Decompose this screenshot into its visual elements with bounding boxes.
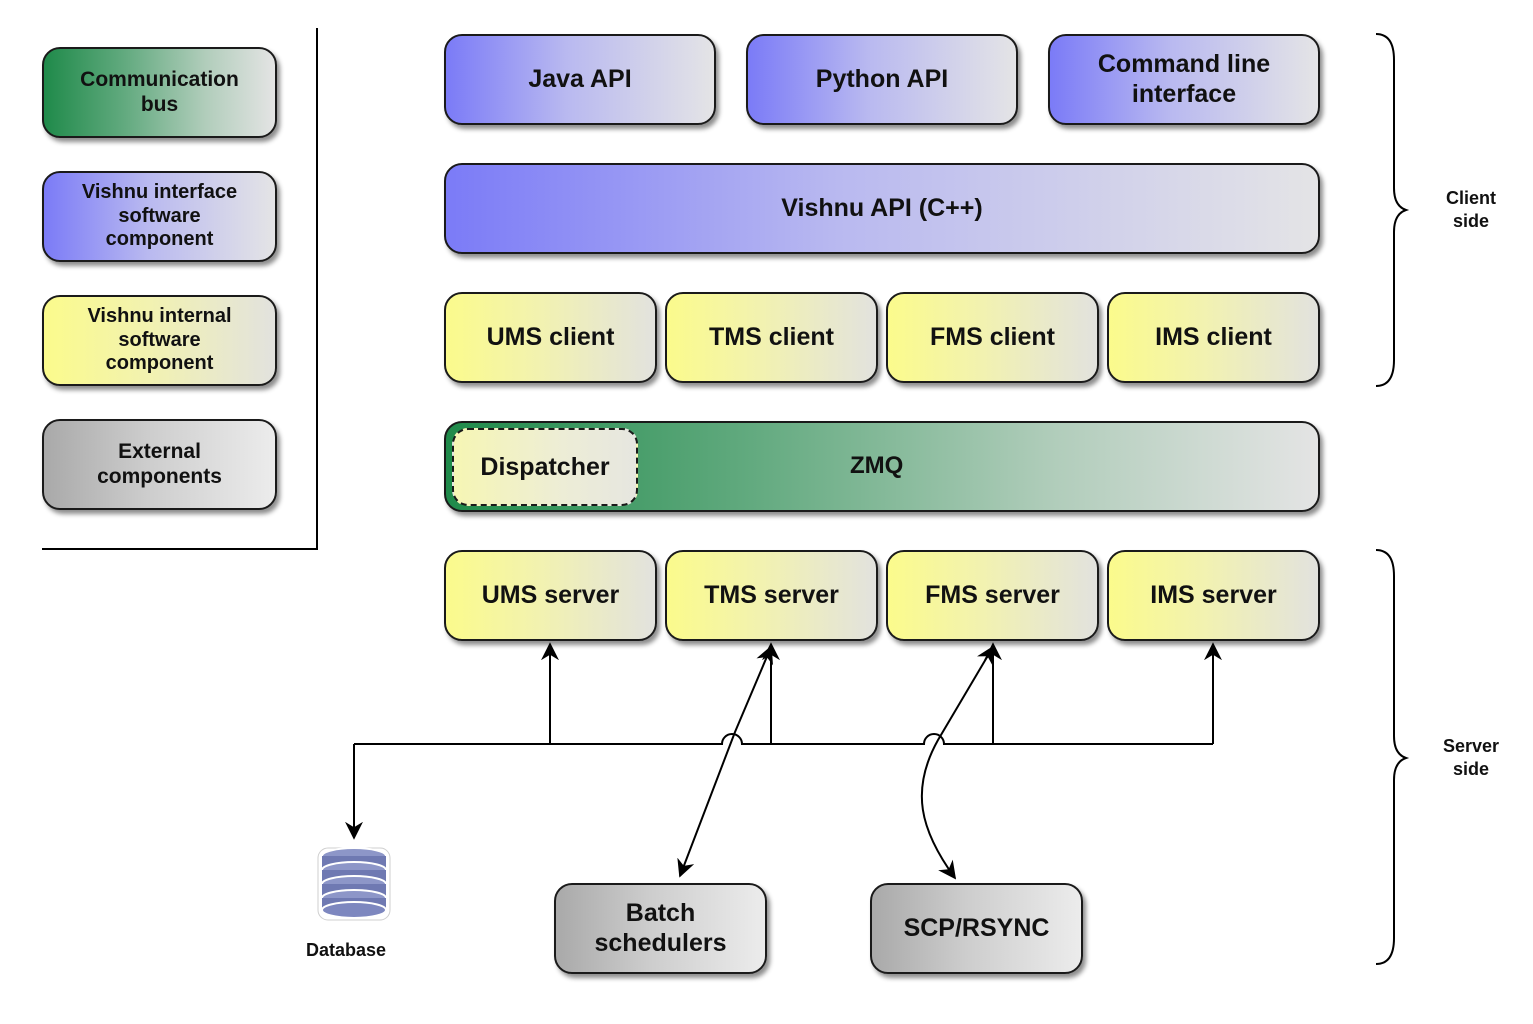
dispatcher-box: Dispatcher [452, 428, 638, 506]
scp-rsync-label: SCP/RSYNC [903, 913, 1050, 942]
database-label: Database [306, 940, 387, 960]
ims-server-box: IMS server [1107, 550, 1320, 641]
scp-rsync-box: SCP/RSYNC [870, 883, 1083, 974]
batch-schedulers-label: Batch schedulers [594, 899, 727, 957]
java-api-label: Java API [528, 64, 632, 93]
batch-link [677, 645, 773, 878]
cli-label: Command line interface [1097, 50, 1271, 108]
client-side-brace [1375, 33, 1410, 387]
legend-internal-component: Vishnu internal software component [42, 295, 277, 386]
dispatcher-label: Dispatcher [480, 452, 610, 481]
server-bus-line [354, 733, 1213, 745]
scp-link [920, 645, 994, 880]
ums-client-box: UMS client [444, 292, 657, 383]
vishnu-api-label: Vishnu API (C++) [781, 193, 983, 222]
ims-server-label: IMS server [1150, 580, 1277, 609]
zmq-label: ZMQ [850, 452, 904, 479]
cli-box: Command line interface [1048, 34, 1320, 125]
legend-frame [42, 28, 318, 550]
legend-interface-component-label: Vishnu interface software component [81, 181, 238, 251]
fms-server-box: FMS server [886, 550, 1099, 641]
legend-external-components: External components [42, 419, 277, 510]
legend-interface-component: Vishnu interface software component [42, 171, 277, 262]
ums-server-label: UMS server [481, 580, 620, 609]
python-api-box: Python API [746, 34, 1018, 125]
client-side-label: Client side [1445, 188, 1496, 231]
legend-communication-bus-label: Communication bus [80, 67, 239, 116]
legend-internal-component-label: Vishnu internal software component [87, 305, 232, 375]
server-side-label: Server side [1442, 736, 1500, 779]
legend-communication-bus: Communication bus [42, 47, 277, 138]
vishnu-api-box: Vishnu API (C++) [444, 163, 1320, 254]
tms-client-label: TMS client [708, 322, 834, 351]
server-side-brace [1375, 549, 1410, 965]
tms-server-label: TMS server [704, 580, 839, 609]
ims-client-box: IMS client [1107, 292, 1320, 383]
fms-client-label: FMS client [929, 322, 1055, 351]
fms-server-label: FMS server [925, 580, 1060, 609]
fms-client-box: FMS client [886, 292, 1099, 383]
batch-schedulers-box: Batch schedulers [554, 883, 767, 974]
java-api-box: Java API [444, 34, 716, 125]
legend-external-components-label: External components [97, 439, 222, 488]
ims-client-label: IMS client [1155, 322, 1272, 351]
python-api-label: Python API [815, 64, 949, 93]
ums-client-label: UMS client [486, 322, 615, 351]
ums-server-box: UMS server [444, 550, 657, 641]
tms-client-box: TMS client [665, 292, 878, 383]
tms-server-box: TMS server [665, 550, 878, 641]
database-icon [317, 847, 391, 921]
